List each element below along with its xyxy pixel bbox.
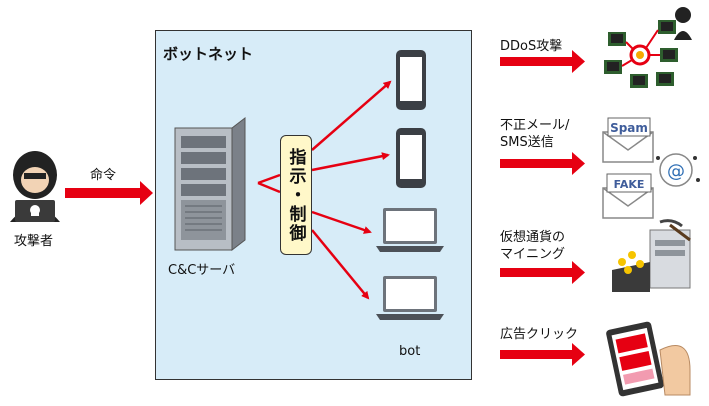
spam-mail-icon: Spam xyxy=(602,117,654,163)
smartphone-icon xyxy=(396,128,426,188)
smartphone-icon xyxy=(396,50,426,110)
spam-text: Spam xyxy=(610,121,648,135)
attacker-label: 攻撃者 xyxy=(14,234,54,249)
ad-click-icon xyxy=(606,321,691,397)
server-icon xyxy=(174,116,246,252)
ad-click-label: 広告クリック xyxy=(500,327,579,342)
at-text: @ xyxy=(667,161,685,182)
instruction-box: 指示・制御 xyxy=(280,135,312,255)
ddos-label: DDoS攻撃 xyxy=(500,39,563,54)
spam-label: 不正メール/ SMS送信 xyxy=(500,118,570,150)
fake-mail-icon: FAKE xyxy=(602,173,654,219)
bot-label: bot xyxy=(399,344,421,359)
attack-arrow xyxy=(500,50,585,73)
attack-arrow xyxy=(500,343,585,366)
attacker-icon xyxy=(10,151,60,222)
attack-arrow xyxy=(500,261,585,284)
laptop-icon xyxy=(376,208,444,252)
phone-mail-icon: @ xyxy=(656,153,700,187)
mining-label: 仮想通貨の マイニング xyxy=(500,230,566,262)
command-label: 命令 xyxy=(90,168,117,183)
instruction-label: 指示・制御 xyxy=(285,147,306,243)
command-arrow xyxy=(65,181,153,205)
ddos-icon xyxy=(604,7,692,88)
fake-text: FAKE xyxy=(614,178,645,191)
server-label: C&Cサーバ xyxy=(168,263,236,278)
botnet-title: ボットネット xyxy=(163,45,254,63)
mining-icon xyxy=(612,219,691,292)
control-arrows xyxy=(257,80,392,300)
laptop-icon xyxy=(376,276,444,320)
attack-arrow xyxy=(500,152,585,175)
